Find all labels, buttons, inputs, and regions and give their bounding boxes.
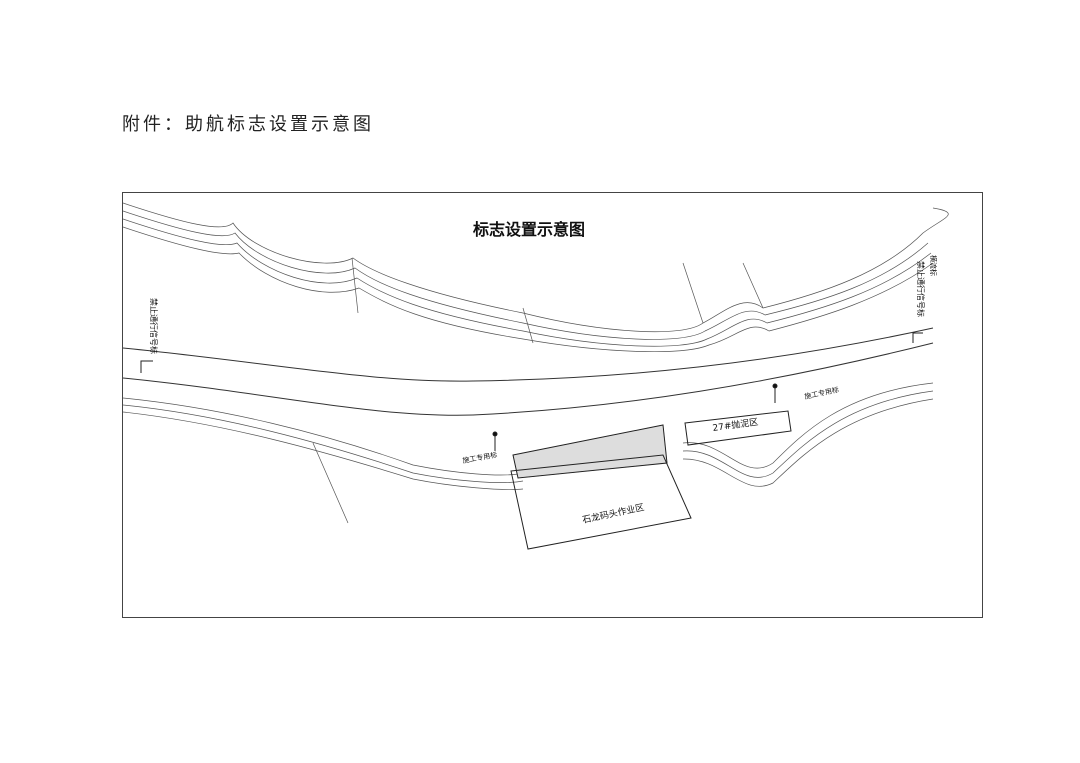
south-bank-contours xyxy=(123,382,934,524)
right-small-label: 横流标 xyxy=(929,255,938,276)
river-channel-lines xyxy=(123,327,934,416)
construction-mark-label-right: 施工专用标 xyxy=(804,385,840,401)
navigation-mark-diagram: 标志设置示意图 禁止通行信号标 禁止通行信号标 横流标 施工专用标 施工专用标 … xyxy=(123,202,949,550)
signal-brackets xyxy=(140,332,923,373)
construction-mark-label-left: 施工专用标 xyxy=(462,450,498,465)
dump-area-boundary xyxy=(684,410,792,446)
left-signal-label: 禁止通行信号标 xyxy=(149,298,159,354)
right-signal-label: 禁止通行信号标 xyxy=(916,261,926,317)
dump-area-label: 27#抛泥区 xyxy=(712,416,759,434)
document-heading: 附件：助航标志设置示意图 xyxy=(122,114,374,135)
north-bank-contours xyxy=(123,202,949,353)
diagram-frame: 标志设置示意图 禁止通行信号标 禁止通行信号标 横流标 施工专用标 施工专用标 … xyxy=(122,192,983,618)
work-area-label: 石龙码头作业区 xyxy=(581,501,645,526)
work-area-boundary xyxy=(510,454,692,550)
construction-marks xyxy=(492,383,778,451)
diagram-title: 标志设置示意图 xyxy=(472,220,585,239)
dredging-grid xyxy=(512,424,668,479)
